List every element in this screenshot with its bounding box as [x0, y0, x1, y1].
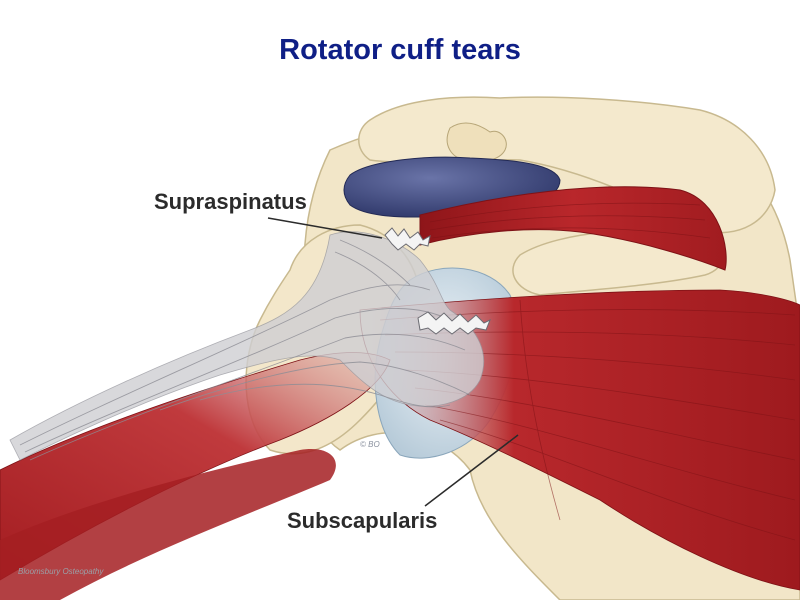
subscapularis-tear: [417, 311, 491, 335]
acromioclavicular-joint: [446, 122, 507, 163]
supraspinatus-label: Supraspinatus: [154, 189, 307, 214]
copyright-mark: © BO: [360, 440, 380, 449]
subscapularis-leader-line: [424, 434, 519, 507]
supraspinatus-tear: [384, 227, 431, 251]
arm-muscle-lower: [0, 449, 336, 600]
supraspinatus-leader-line: [267, 217, 383, 239]
subscapularis-label: Subscapularis: [287, 508, 438, 533]
page-title: Rotator cuff tears: [279, 34, 521, 66]
watermark: Bloomsbury Osteopathy: [18, 567, 104, 576]
